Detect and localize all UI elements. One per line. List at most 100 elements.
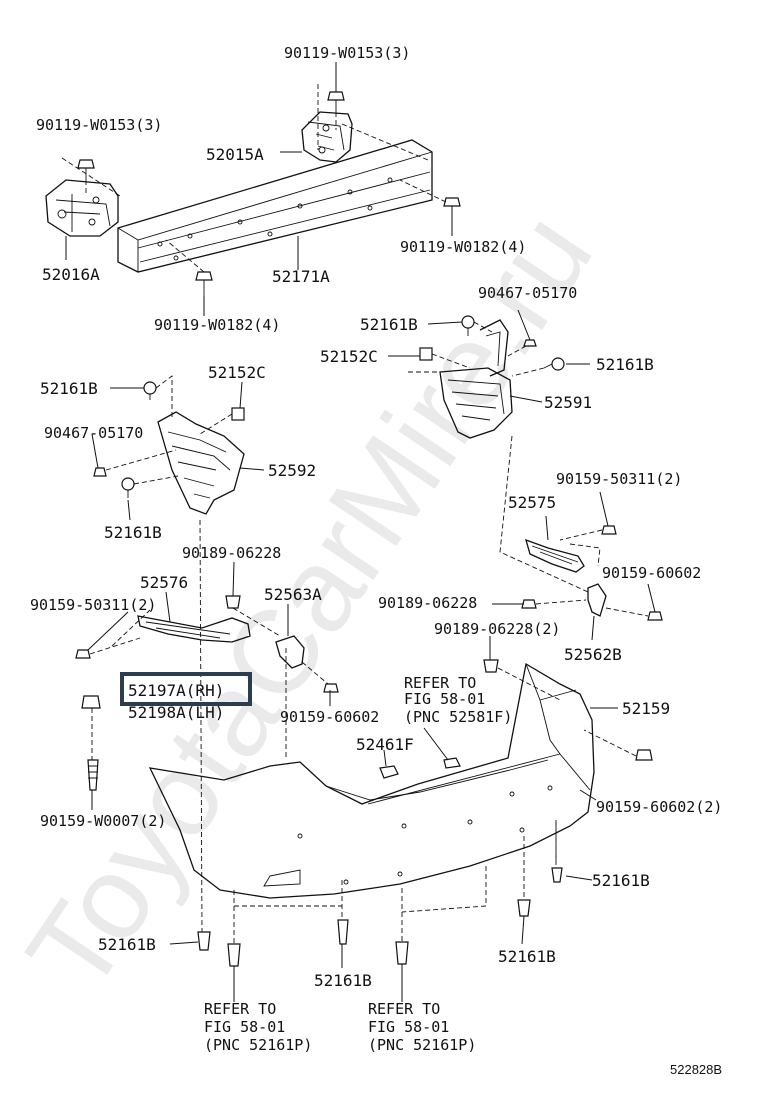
bumper-reinforcement-52171A [117, 139, 433, 273]
bumper-side-support-52591 [439, 319, 513, 439]
clip-52161B-icon [121, 477, 135, 498]
label-screw-90159-W0007: 90159-W0007(2) [40, 812, 166, 830]
bolt-90119-W0182-left-icon [195, 271, 213, 296]
label-clip-90189-06228-2: 90189-06228(2) [434, 620, 560, 638]
towing-hook-cap-52461F [379, 765, 399, 779]
bracket-52015A [301, 111, 353, 163]
label-52575: 52575 [508, 493, 556, 512]
label-refer-br-3: (PNC 52161P) [368, 1036, 476, 1054]
label-52161B-right-2: 52161B [596, 355, 654, 374]
bumper-pad-icon [81, 695, 101, 709]
assembly-line [232, 607, 281, 637]
screw-90159-W0007-icon [87, 759, 99, 791]
label-refer-br-1: REFER TO [368, 1000, 440, 1018]
leader-line [65, 62, 656, 1002]
label-screw-90159-60602-right: 90159-60602 [602, 564, 701, 582]
clip-90189-06228-icon [483, 659, 499, 673]
assembly-line [408, 321, 545, 377]
screw-90159-60602-icon [647, 611, 663, 621]
label-52161B-bottom-left: 52161B [98, 935, 156, 954]
label-refer-bl-2: FIG 58-01 [204, 1018, 285, 1036]
clip-52161B-icon [551, 867, 563, 883]
label-refer-br-2: FIG 58-01 [368, 1018, 449, 1036]
screw-90467-05170-icon [93, 467, 107, 477]
clip-52161B-icon [143, 381, 157, 400]
clip-90189-06228-icon [521, 599, 537, 609]
bracket-52575 [525, 538, 585, 573]
label-52198A-LH: 52198A(LH) [128, 703, 224, 722]
bracket-52576 [137, 615, 251, 643]
screw-90159-50311-icon [601, 525, 617, 535]
assembly-line [61, 112, 447, 273]
diagram-code: 522828B [670, 1062, 722, 1077]
label-refer-top-3: (PNC 52581F) [404, 708, 512, 726]
label-screw-90159-50311-right: 90159-50311(2) [556, 470, 682, 488]
label-52161B-right-1: 52161B [360, 315, 418, 334]
label-screw-90159-60602-left: 90159-60602 [280, 708, 379, 726]
label-52171A: 52171A [272, 267, 330, 286]
assembly-line [497, 667, 561, 701]
label-refer-top-1: REFER TO [404, 674, 476, 692]
highlight-box [120, 672, 252, 706]
clip-52152C-icon [231, 407, 245, 421]
label-52461F: 52461F [356, 735, 414, 754]
label-bolt-90119-W0153-top: 90119-W0153(3) [284, 44, 410, 62]
assembly-line [105, 375, 233, 485]
clip-52581F-icon [443, 757, 461, 769]
label-screw-90467-05170-left: 90467-05170 [44, 424, 143, 442]
assembly-line [89, 609, 151, 655]
bolt-90119-W0182-right-icon [443, 197, 461, 207]
label-52152C-left: 52152C [208, 363, 266, 382]
rear-bumper-cover-52159 [148, 662, 595, 899]
assembly-line [583, 729, 637, 757]
label-screw-90467-05170-right: 90467-05170 [478, 284, 577, 302]
label-52197A-RH: 52197A(RH) [128, 681, 224, 700]
label-screw-90159-60602-2: 90159-60602(2) [596, 798, 722, 816]
label-clip-90189-06228-center: 90189-06228 [182, 544, 281, 562]
assembly-line [535, 599, 649, 617]
label-refer-top-2: FIG 58-01 [404, 690, 485, 708]
label-52161B-bottom-mid-right: 52161B [498, 947, 556, 966]
label-52016A: 52016A [42, 265, 100, 284]
bracket-52016A [45, 179, 119, 237]
assembly-line [559, 529, 603, 567]
label-bolt-90119-W0182-left: 90119-W0182(4) [154, 316, 280, 334]
label-52161B-left-1: 52161B [40, 379, 98, 398]
label-52152C-right: 52152C [320, 347, 378, 366]
screw-90159-60602-icon [635, 749, 653, 761]
label-refer-bl-1: REFER TO [204, 1000, 276, 1018]
clip-52161P-icon [227, 943, 241, 967]
bracket-52563A [275, 635, 305, 669]
screw-90467-05170-icon [523, 339, 537, 347]
bumper-side-support-52592 [157, 411, 245, 515]
bracket-52562B [587, 583, 607, 617]
clip-52161P-icon [395, 941, 409, 965]
clip-52161B-icon [197, 931, 211, 951]
label-52015A: 52015A [206, 145, 264, 164]
label-52159: 52159 [622, 699, 670, 718]
label-bolt-90119-W0182-right: 90119-W0182(4) [400, 238, 526, 256]
label-screw-90159-50311-left: 90159-50311(2) [30, 596, 156, 614]
clip-52152C-icon [419, 347, 433, 361]
label-52161B-left-2: 52161B [104, 523, 162, 542]
label-52562B: 52562B [564, 645, 622, 664]
clip-52161B-icon [517, 899, 531, 917]
label-clip-90189-06228-right: 90189-06228 [378, 594, 477, 612]
bolt-90119-W0153-top-icon [327, 91, 345, 112]
label-52161B-bottom-right: 52161B [592, 871, 650, 890]
screw-90159-50311-icon [75, 649, 91, 659]
assembly-line [301, 661, 329, 685]
label-52592: 52592 [268, 461, 316, 480]
screw-90159-60602-icon [323, 683, 339, 693]
label-refer-bl-3: (PNC 52161P) [204, 1036, 312, 1054]
clip-52161B-icon [337, 919, 349, 945]
label-52576: 52576 [140, 573, 188, 592]
label-52591: 52591 [544, 393, 592, 412]
label-52563A: 52563A [264, 585, 322, 604]
clip-52161B-icon [543, 357, 565, 371]
label-bolt-90119-W0153-left: 90119-W0153(3) [36, 116, 162, 134]
clip-90189-06228-icon [225, 595, 241, 609]
assembly-line [199, 519, 557, 944]
